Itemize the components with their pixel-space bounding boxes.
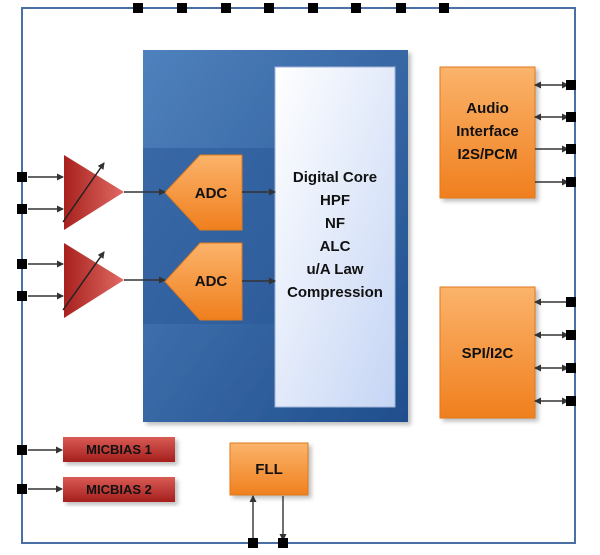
audio-interface-label: Audio Interface I2S/PCM <box>440 95 535 167</box>
digital-core-line-2: HPF <box>320 192 350 209</box>
chip-border <box>21 7 576 544</box>
micbias1-label: MICBIAS 1 <box>86 442 152 457</box>
micbias2-label: MICBIAS 2 <box>86 482 152 497</box>
fll-block <box>229 442 309 496</box>
digital-core-line-6: Compression <box>287 284 383 301</box>
adc-top-label: ADC <box>194 184 228 202</box>
digital-core-line-1: Digital Core <box>292 169 378 186</box>
audio-interface-line-2: Interface <box>456 122 519 140</box>
audio-interface-line-1: Audio <box>466 99 509 117</box>
pga-amp-bottom-variable-arrow <box>62 251 105 311</box>
package-pins <box>17 3 576 548</box>
pga-amp-top <box>64 155 124 230</box>
adc-bottom-label: ADC <box>194 272 228 290</box>
spi-i2c-block <box>439 286 536 419</box>
digital-core-line-5: u/A Law <box>306 261 364 278</box>
signal-arrows <box>28 81 569 541</box>
spi-i2c-label: SPI/I2C <box>461 344 514 362</box>
micbias2-block <box>63 477 175 502</box>
fll-label: FLL <box>255 460 283 478</box>
digital-core-line-4: ALC <box>319 238 351 255</box>
pga-amp-top-variable-arrow <box>62 162 105 223</box>
audio-interface-line-3: I2S/PCM <box>457 145 518 163</box>
audio-interface-block <box>439 66 536 199</box>
adc-bottom-shape <box>164 242 243 321</box>
adc-top-shape <box>164 154 243 231</box>
digital-core-label: Digital Core HPF NF ALC u/A Law Compress… <box>275 160 395 310</box>
micbias1-block <box>63 437 175 462</box>
digital-core-block <box>274 66 396 408</box>
digital-core-line-3: NF <box>325 215 345 232</box>
pga-amp-bottom <box>64 243 124 318</box>
